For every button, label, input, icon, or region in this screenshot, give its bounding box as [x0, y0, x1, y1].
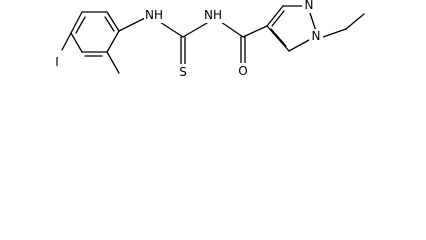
bond-thiocarbonyl-nh-right [182, 22, 208, 38]
pyrazole-bond-c4-c3-inner [271, 10, 285, 27]
atom-labels: I NH NH S O N N [52, 0, 323, 80]
pyrazole-bond-c4-c3 [266, 5, 284, 27]
ring-bond-c4-c5-inner [75, 16, 86, 34]
bond-ring-iodine [61, 32, 72, 51]
atom-carbonyl-oxygen: O [238, 64, 247, 78]
ring-bond-c4-c5 [70, 11, 83, 34]
pyrazole-bond-c5-c4-inner [270, 28, 287, 47]
bond-ring-methyl [106, 51, 120, 74]
ring-bond-c6-c1 [106, 11, 120, 32]
ring-bond-c1-c2 [106, 30, 120, 53]
bond-nh-right-carbonyl [220, 21, 244, 38]
bond-ethyl-methyl [345, 13, 365, 30]
ring-bond-c3-c4 [70, 32, 83, 53]
atom-sulfur: S [179, 65, 187, 79]
bonds [61, 5, 365, 74]
molecule-structure: I NH NH S O N N [52, 0, 365, 80]
atom-iodine: I [55, 55, 59, 69]
atom-pyrazole-n1: N [312, 29, 321, 43]
bond-nh-left-thiocarbonyl [159, 21, 184, 38]
bond-ring-nh-left [118, 16, 148, 32]
atom-nh-right: NH [204, 8, 222, 22]
atom-nh-left: NH [145, 8, 163, 22]
pyrazole-bond-c5-c4 [266, 25, 290, 52]
bond-carbonyl-pyrazole [242, 25, 268, 38]
pyrazole-bond-n1-c5 [288, 39, 310, 52]
ring-bond-c6-c1-inner [104, 16, 115, 32]
atom-pyrazole-n2: N [305, 0, 314, 12]
bond-n1-ethyl [322, 28, 347, 38]
pyrazole-bond-n2-n1 [308, 9, 317, 32]
